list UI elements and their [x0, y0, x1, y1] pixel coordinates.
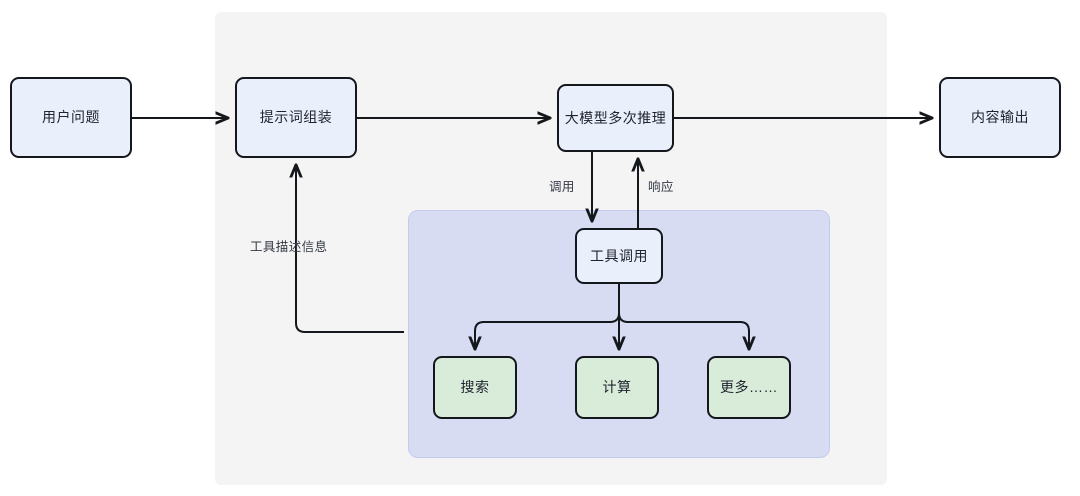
- node-llm-reasoning[interactable]: 大模型多次推理: [557, 84, 674, 152]
- edge-label-response: 响应: [648, 180, 674, 194]
- node-content-output[interactable]: 内容输出: [939, 77, 1061, 158]
- node-user-question[interactable]: 用户问题: [10, 77, 132, 158]
- node-tool-search[interactable]: 搜索: [433, 356, 517, 419]
- node-prompt-assembly[interactable]: 提示词组装: [235, 77, 357, 158]
- edge-label-call: 调用: [549, 180, 575, 194]
- node-tool-more[interactable]: 更多……: [707, 356, 791, 419]
- node-tool-calc[interactable]: 计算: [575, 356, 659, 419]
- edge-label-tool-description: 工具描述信息: [250, 240, 328, 254]
- node-tool-invocation[interactable]: 工具调用: [575, 228, 663, 284]
